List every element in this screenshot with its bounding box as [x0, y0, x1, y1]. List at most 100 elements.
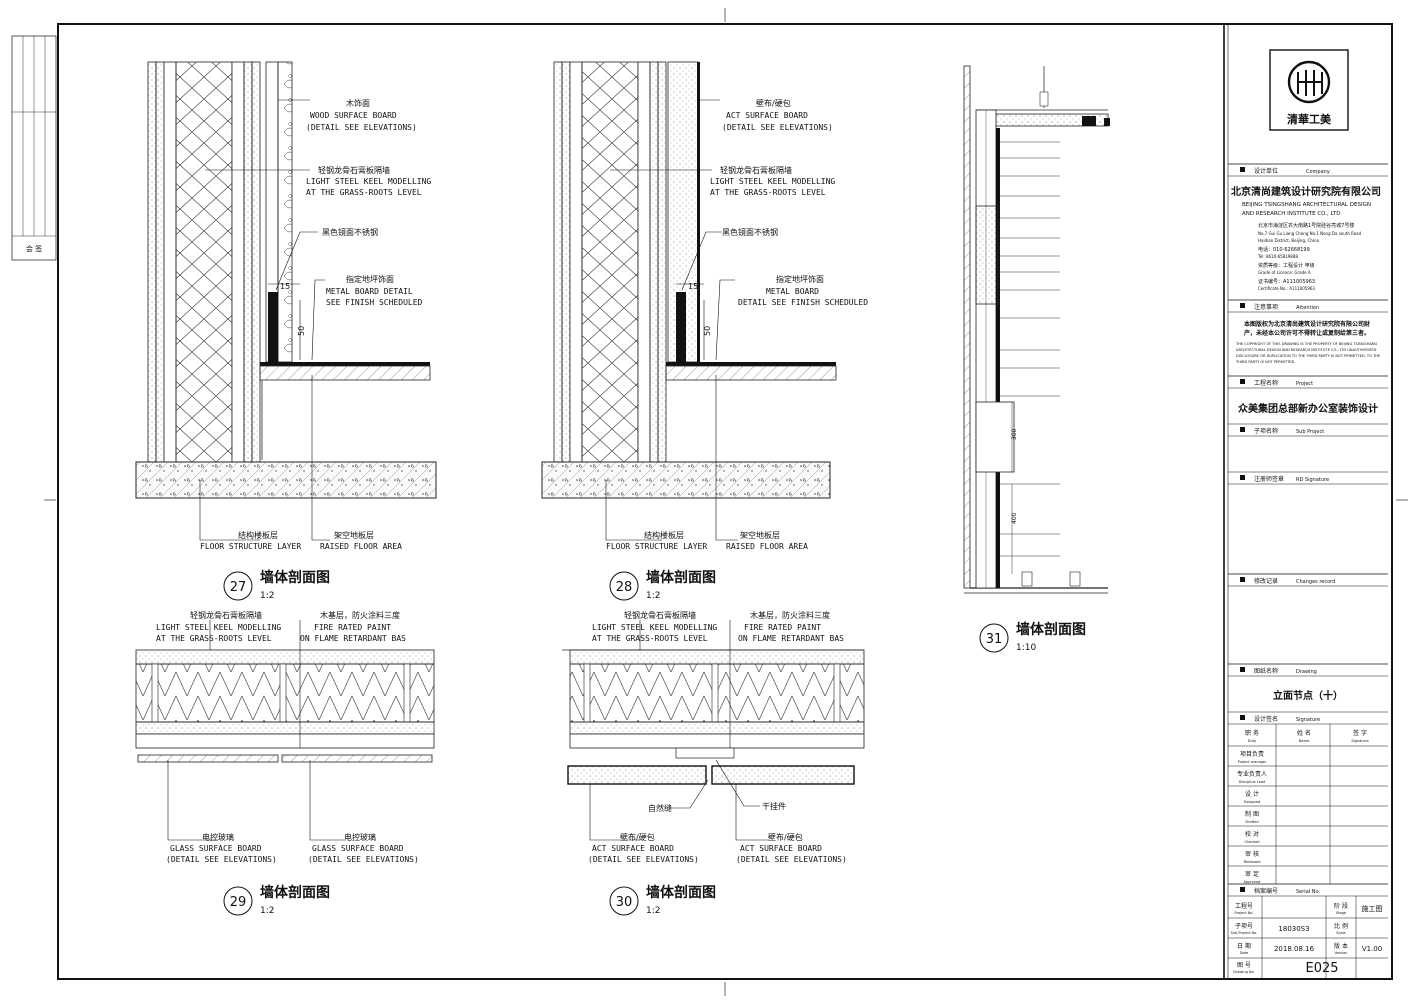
svg-text:28: 28 — [616, 580, 633, 595]
svg-text:Haidian District, Beijing, Chi: Haidian District, Beijing, China — [1258, 238, 1320, 243]
svg-text:Changes record: Changes record — [1296, 579, 1335, 585]
svg-text:电控玻璃: 电控玻璃 — [344, 832, 376, 842]
svg-text:1:2: 1:2 — [646, 906, 660, 916]
svg-text:结构楼板层: 结构楼板层 — [644, 530, 684, 540]
signature-role-en: Reviewed — [1244, 860, 1261, 864]
svg-text:Name: Name — [1299, 739, 1310, 743]
signature-role-en: Designed — [1244, 800, 1260, 804]
svg-text:THE COPYRIGHT OF THIS DRAWING: THE COPYRIGHT OF THIS DRAWING IS THE PRO… — [1235, 342, 1378, 346]
svg-text:证书编号：A111005963: 证书编号：A111005963 — [1258, 278, 1315, 285]
svg-text:SEE FINISH SCHEDULED: SEE FINISH SCHEDULED — [326, 298, 423, 307]
svg-text:Scale: Scale — [1336, 931, 1345, 935]
svg-text:Signature: Signature — [1296, 717, 1320, 723]
svg-text:Version: Version — [1335, 951, 1348, 955]
d27-finish-cn: 木饰面 — [346, 98, 370, 108]
svg-text:干挂件: 干挂件 — [762, 801, 786, 811]
svg-text:THIRD PARTY IS NOT PERMITTED.: THIRD PARTY IS NOT PERMITTED. — [1235, 360, 1295, 364]
svg-text:(DETAIL SEE ELEVATIONS): (DETAIL SEE ELEVATIONS) — [722, 123, 833, 132]
svg-text:AT THE GRASS-ROOTS LEVEL: AT THE GRASS-ROOTS LEVEL — [306, 188, 422, 197]
svg-text:黑色镜面不锈钢: 黑色镜面不锈钢 — [322, 227, 378, 237]
svg-text:1:10: 1:10 — [1016, 643, 1036, 653]
svg-text:RD Signature: RD Signature — [1296, 477, 1329, 483]
svg-text:Project: Project — [1296, 381, 1313, 387]
signature-role: 校 对 — [1245, 830, 1259, 838]
svg-text:轻钢龙骨石膏板隔墙: 轻钢龙骨石膏板隔墙 — [720, 165, 792, 175]
svg-text:电控玻璃: 电控玻璃 — [202, 832, 234, 842]
svg-text:日 期: 日 期 — [1237, 942, 1251, 950]
svg-text:RAISED FLOOR AREA: RAISED FLOOR AREA — [320, 542, 402, 551]
svg-text:档案编号: 档案编号 — [1254, 887, 1278, 895]
project-name: 众美集团总部新办公室装饰设计 — [1238, 402, 1378, 415]
d28-title: 墙体剖面图 — [646, 569, 716, 586]
detail-28: 壁布/硬包 ACT SURFACE BOARD (DETAIL SEE ELEV… — [541, 61, 868, 601]
svg-text:ACT SURFACE BOARD: ACT SURFACE BOARD — [592, 844, 674, 853]
signature-role: 审 定 — [1245, 870, 1259, 878]
svg-text:版 本: 版 本 — [1334, 942, 1348, 950]
svg-text:50: 50 — [297, 326, 306, 336]
svg-text:壁布/硬包: 壁布/硬包 — [768, 832, 803, 842]
countersign-panel: 会 签 — [11, 35, 57, 261]
svg-text:轻钢龙骨石膏板隔墙: 轻钢龙骨石膏板隔墙 — [318, 165, 390, 175]
svg-text:修改记录: 修改记录 — [1254, 577, 1278, 585]
svg-text:Drawing: Drawing — [1296, 669, 1317, 675]
sub-project-number: 18030S3 — [1278, 925, 1309, 933]
svg-text:FLOOR STRUCTURE LAYER: FLOOR STRUCTURE LAYER — [606, 542, 707, 551]
signature-role-en: Project manager — [1238, 760, 1267, 764]
svg-text:Signature: Signature — [1351, 739, 1369, 743]
svg-text:轻钢龙骨石膏板隔墙: 轻钢龙骨石膏板隔墙 — [190, 610, 262, 620]
signature-role: 专业负责人 — [1237, 770, 1267, 778]
svg-text:木基层，防火涂料三度: 木基层，防火涂料三度 — [320, 610, 400, 620]
svg-text:设计签名: 设计签名 — [1254, 715, 1278, 723]
drawing-number: E025 — [1305, 961, 1338, 976]
svg-text:自然缝: 自然缝 — [648, 803, 672, 813]
d28-number-bubble — [609, 571, 639, 601]
svg-text:METAL BOARD: METAL BOARD — [766, 287, 819, 296]
svg-text:图纸名称: 图纸名称 — [1254, 667, 1278, 675]
svg-text:工程号: 工程号 — [1235, 902, 1253, 910]
company-name: 北京清尚建筑设计研究院有限公司 — [1231, 185, 1381, 198]
signature-role-en: Drafted — [1245, 820, 1258, 824]
svg-text:30: 30 — [616, 895, 633, 910]
svg-text:设计单位: 设计单位 — [1254, 167, 1278, 175]
svg-text:BEIJING TSINGSHANG ARCHITECTUR: BEIJING TSINGSHANG ARCHITECTURAL DESIGN — [1242, 202, 1371, 208]
svg-text:产，未经本公司许可不得转让或复制给第三者。: 产，未经本公司许可不得转让或复制给第三者。 — [1244, 329, 1370, 337]
svg-text:AT THE GRASS-ROOTS LEVEL: AT THE GRASS-ROOTS LEVEL — [156, 634, 272, 643]
svg-text:签 字: 签 字 — [1353, 729, 1367, 737]
svg-text:ARCHITECTURAL DESIGN AND RESEA: ARCHITECTURAL DESIGN AND RESEARCH INSTIT… — [1236, 348, 1377, 352]
svg-text:(DETAIL SEE ELEVATIONS): (DETAIL SEE ELEVATIONS) — [588, 855, 699, 864]
svg-text:AND RESEARCH INSTITUTE CO., LT: AND RESEARCH INSTITUTE CO., LTD — [1242, 211, 1340, 217]
svg-text:AT THE GRASS-ROOTS LEVEL: AT THE GRASS-ROOTS LEVEL — [592, 634, 708, 643]
svg-text:壁布/硬包: 壁布/硬包 — [620, 832, 655, 842]
svg-text:职 务: 职 务 — [1245, 729, 1259, 737]
signature-role: 设 计 — [1245, 790, 1259, 798]
svg-text:ON FLAME RETARDANT BAS: ON FLAME RETARDANT BAS — [738, 634, 844, 643]
svg-text:RAISED FLOOR AREA: RAISED FLOOR AREA — [726, 542, 808, 551]
date-value: 2018.08.16 — [1274, 945, 1315, 953]
signature-role: 审 核 — [1245, 850, 1259, 858]
svg-text:FLOOR STRUCTURE LAYER: FLOOR STRUCTURE LAYER — [200, 542, 301, 551]
svg-text:15: 15 — [688, 282, 698, 291]
svg-text:FIRE RATED PAINT: FIRE RATED PAINT — [744, 623, 821, 632]
svg-text:阶 段: 阶 段 — [1334, 902, 1348, 910]
d27-number-bubble — [223, 571, 253, 601]
detail-30: 轻钢龙骨石膏板隔墙 LIGHT STEEL KEEL MODELLING AT … — [562, 610, 865, 916]
d30-title: 墙体剖面图 — [646, 884, 716, 901]
svg-text:电话：010-62668199: 电话：010-62668199 — [1258, 246, 1310, 253]
detail-29: 轻钢龙骨石膏板隔墙 LIGHT STEEL KEEL MODELLING AT … — [135, 610, 435, 916]
svg-text:50: 50 — [703, 326, 712, 336]
svg-text:ON FLAME RETARDANT BAS: ON FLAME RETARDANT BAS — [300, 634, 406, 643]
svg-text:Certificate No.: A111005963: Certificate No.: A111005963 — [1258, 286, 1315, 291]
svg-text:Company: Company — [1306, 169, 1330, 175]
svg-text:Tel: 8610-65819888: Tel: 8610-65819888 — [1257, 254, 1298, 259]
company-logo: 清華工美 — [1269, 49, 1349, 131]
countersign-label: 会 签 — [26, 244, 42, 253]
version-value: V1.00 — [1362, 945, 1382, 953]
svg-text:1:2: 1:2 — [260, 906, 274, 916]
svg-text:结构楼板层: 结构楼板层 — [238, 530, 278, 540]
d31-number-bubble — [979, 623, 1009, 653]
svg-text:ACT SURFACE BOARD: ACT SURFACE BOARD — [740, 844, 822, 853]
svg-text:31: 31 — [986, 632, 1003, 647]
svg-text:Attention: Attention — [1296, 305, 1319, 311]
d29-number-bubble — [223, 886, 253, 916]
